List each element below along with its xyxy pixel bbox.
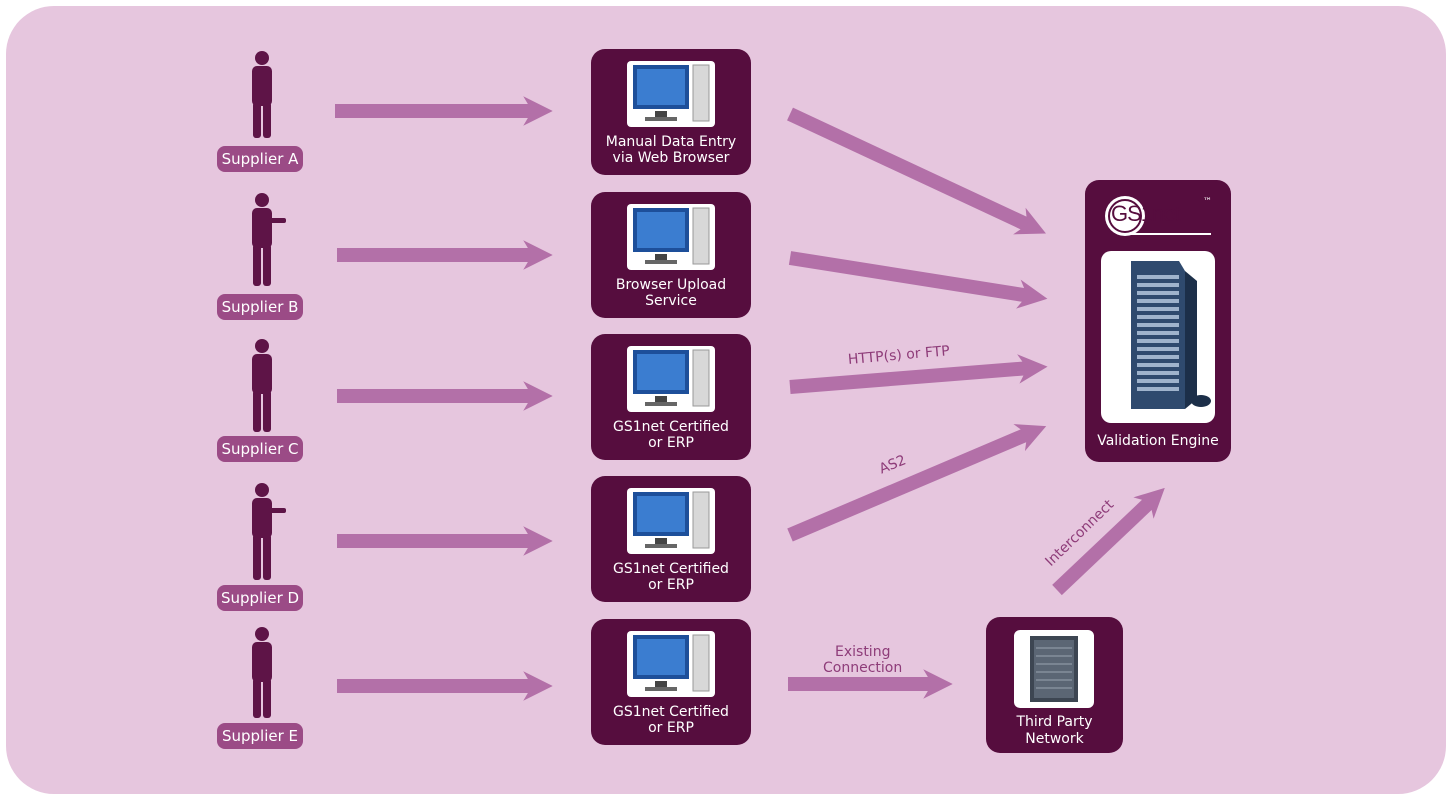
validation-engine-box: GS1net ™ Validation Engine bbox=[1085, 180, 1231, 462]
channel-caption-line2: or ERP bbox=[648, 577, 694, 593]
arrow-channel-d-engine bbox=[787, 424, 1047, 542]
channel-box-certified-erp: GS1net Certified or ERP bbox=[591, 619, 751, 745]
trademark-symbol: ™ bbox=[1203, 197, 1212, 207]
server-tower-icon bbox=[1101, 251, 1215, 423]
third-party-network-box: Third Party Network bbox=[986, 617, 1123, 753]
supplier-label: Supplier A bbox=[217, 146, 303, 172]
channel-caption-line2: Service bbox=[645, 293, 697, 309]
edge-label-existing: Existing bbox=[835, 644, 891, 660]
server-rack-icon bbox=[1014, 630, 1094, 708]
channel-box-manual-entry: Manual Data Entry via Web Browser bbox=[591, 49, 751, 175]
arrow-channel-b-engine bbox=[788, 251, 1048, 309]
gs1net-logo-icon bbox=[1105, 196, 1211, 236]
supplier-label: Supplier B bbox=[217, 294, 303, 320]
computer-monitor-icon bbox=[627, 488, 715, 554]
channel-caption-line1: Browser Upload bbox=[615, 277, 727, 293]
computer-monitor-icon bbox=[627, 631, 715, 697]
gs1net-logo-text: GS1net bbox=[1111, 201, 1181, 226]
arrow-channel-a-engine bbox=[787, 107, 1046, 235]
channel-caption-line1: GS1net Certified bbox=[613, 419, 729, 435]
person-icon bbox=[252, 51, 272, 138]
gs1net-logo: GS1net ™ bbox=[1103, 194, 1215, 238]
channel-box-certified-erp: GS1net Certified or ERP bbox=[591, 334, 751, 460]
supplier-arrows bbox=[335, 96, 553, 701]
channel-box-certified-erp: GS1net Certified or ERP bbox=[591, 476, 751, 602]
supplier-label: Supplier C bbox=[217, 436, 303, 462]
person-icon bbox=[252, 193, 286, 286]
supplier-label: Supplier D bbox=[217, 585, 303, 611]
channel-box-browser-upload: Browser Upload Service bbox=[591, 192, 751, 318]
supplier-silhouettes bbox=[252, 51, 286, 718]
person-icon bbox=[252, 483, 286, 580]
third-party-caption-line2: Network bbox=[1025, 731, 1084, 747]
computer-monitor-icon bbox=[627, 204, 715, 270]
supplier-label: Supplier E bbox=[217, 723, 303, 749]
channel-caption-line2: or ERP bbox=[648, 435, 694, 451]
computer-monitor-icon bbox=[627, 61, 715, 127]
person-icon bbox=[252, 339, 272, 432]
channel-caption-line1: GS1net Certified bbox=[613, 704, 729, 720]
channel-caption-line1: Manual Data Entry bbox=[605, 134, 737, 150]
engine-arrows bbox=[787, 107, 1165, 699]
arrow-interconnect bbox=[1052, 487, 1165, 596]
channel-caption-line2: or ERP bbox=[648, 720, 694, 736]
computer-monitor-icon bbox=[627, 346, 715, 412]
person-icon bbox=[252, 627, 272, 718]
channel-caption-line2: via Web Browser bbox=[612, 150, 730, 166]
third-party-caption-line1: Third Party bbox=[1016, 714, 1093, 730]
channel-caption-line1: GS1net Certified bbox=[613, 561, 729, 577]
edge-label-connection: Connection bbox=[823, 660, 903, 676]
validation-engine-label: Validation Engine bbox=[1097, 433, 1219, 449]
arrow-channel-c-engine bbox=[789, 354, 1048, 394]
